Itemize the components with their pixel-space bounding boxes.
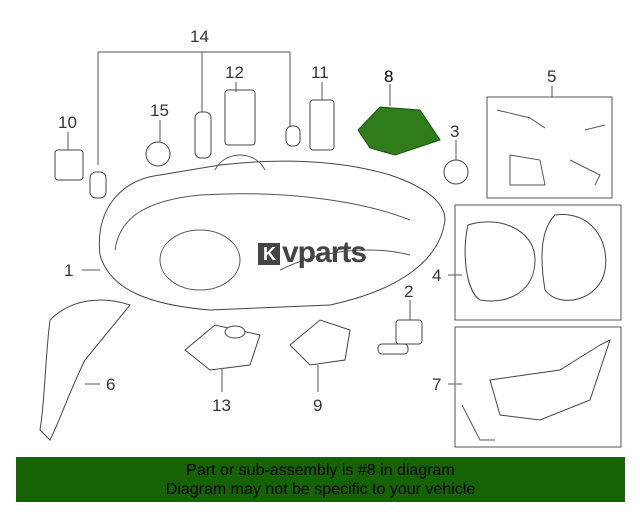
part-7-box [454, 326, 622, 448]
leader-lines [67, 51, 553, 392]
callout-15: 15 [150, 101, 169, 120]
logo-mark: K [258, 243, 280, 265]
part-12 [224, 89, 256, 146]
callout-6: 6 [106, 375, 115, 394]
callout-9: 9 [313, 396, 322, 415]
callout-5: 5 [547, 67, 556, 86]
part-6 [39, 299, 131, 441]
headlight-housing [98, 154, 446, 311]
callout-3: 3 [450, 122, 459, 141]
part-4-box [454, 204, 622, 321]
part-9 [289, 319, 351, 366]
callout-7: 7 [432, 375, 441, 394]
part-2 [377, 319, 423, 355]
callout-4: 4 [432, 266, 441, 285]
callout-8: 8 [384, 67, 393, 86]
part-5-box [486, 96, 613, 199]
part-11 [309, 99, 335, 151]
callout-14: 14 [190, 27, 209, 46]
banner-line-1: Part or sub-assembly is #8 in diagram [186, 462, 455, 479]
part-8-highlighted [357, 106, 441, 156]
banner-line-2: Diagram may not be specific to your vehi… [165, 481, 476, 498]
callout-2: 2 [404, 282, 413, 301]
logo-text: vparts [282, 236, 367, 269]
part-14-seals [89, 111, 301, 199]
info-banner: Part or sub-assembly is #8 in diagram Di… [16, 457, 625, 502]
part-3 [443, 159, 469, 185]
callout-1: 1 [64, 261, 73, 280]
callout-10: 10 [58, 113, 77, 132]
part-10 [54, 149, 84, 181]
callout-12: 12 [225, 63, 244, 82]
part-13 [184, 324, 261, 371]
part-15 [145, 141, 171, 167]
callout-11: 11 [311, 63, 329, 82]
callout-13: 13 [212, 396, 231, 415]
